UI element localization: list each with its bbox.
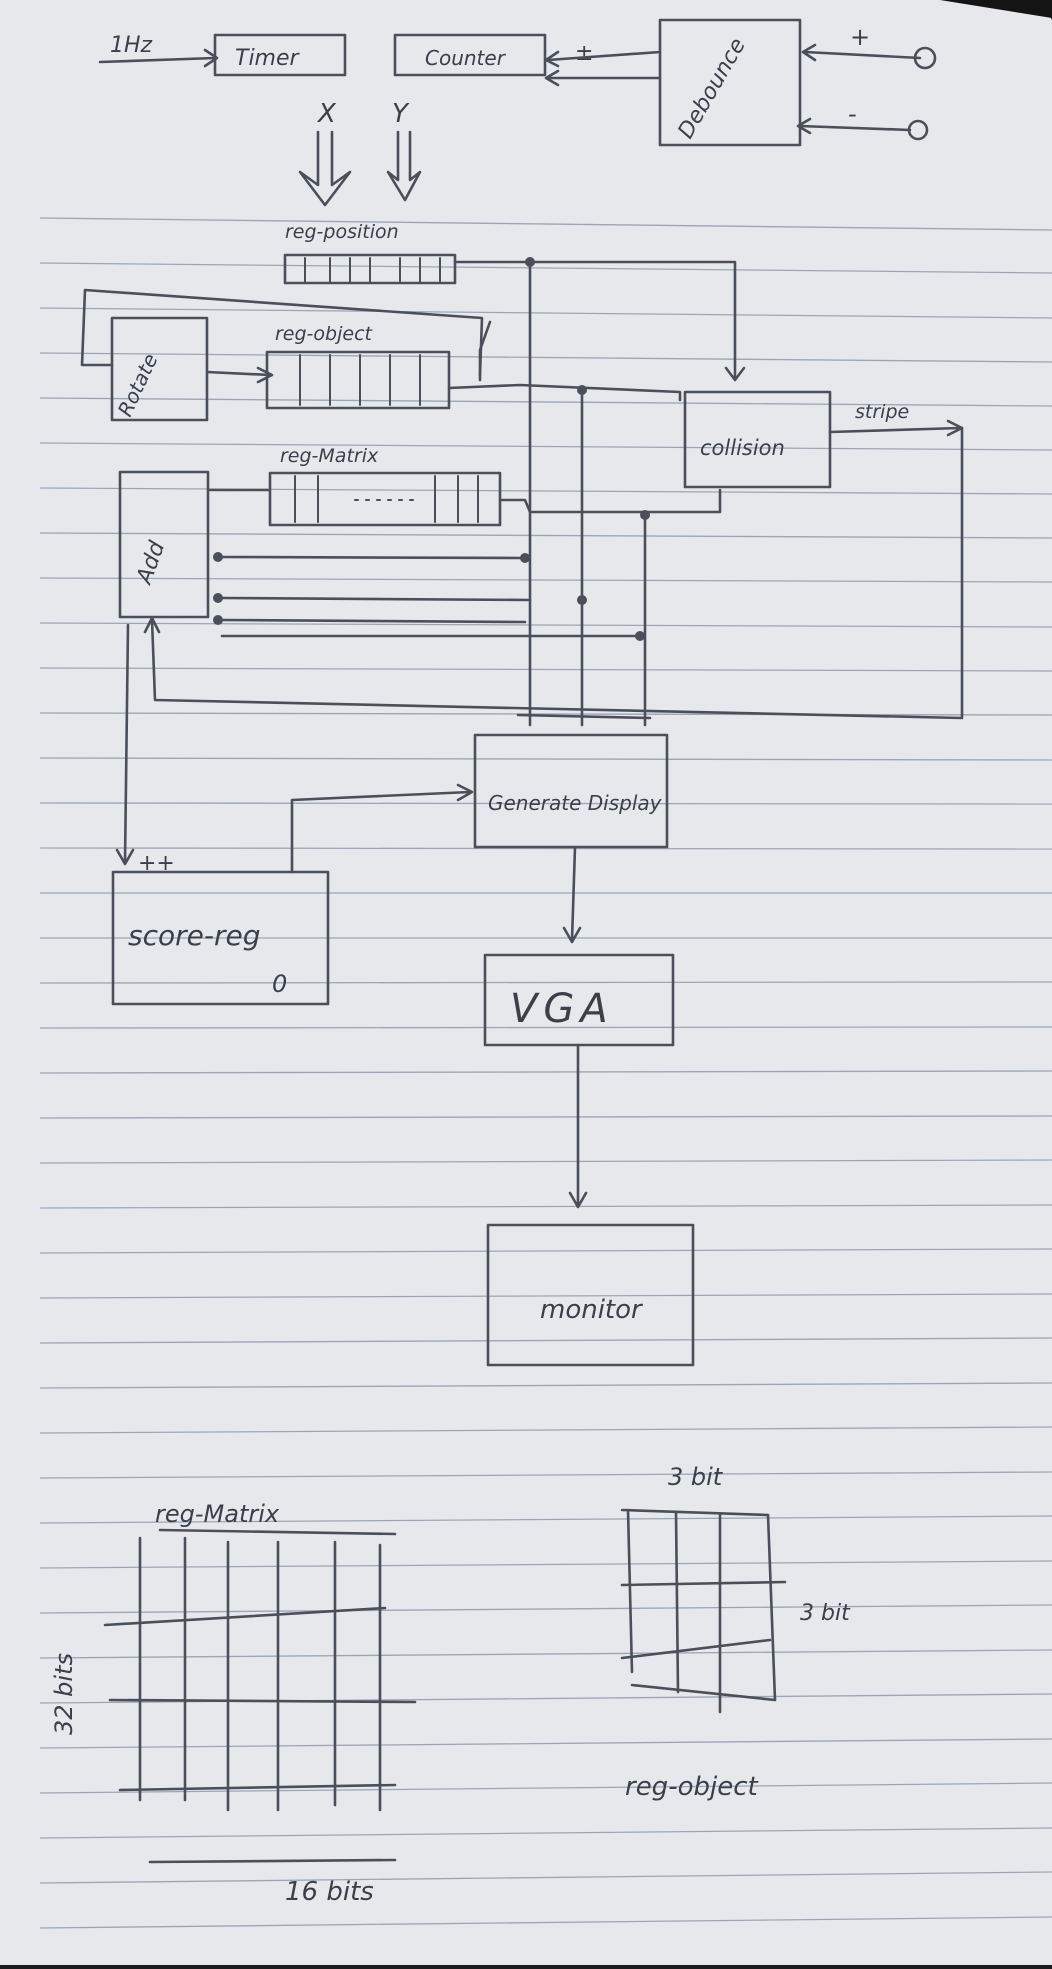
rotate-block	[110, 316, 209, 422]
object-height-label: 3 bit	[800, 1601, 851, 1626]
rotate-to-object-arrow	[205, 366, 274, 384]
reg-matrix-label: reg-Matrix	[280, 445, 379, 467]
reg-object-label: reg-object	[275, 323, 374, 345]
monitor-label: monitor	[540, 1295, 644, 1325]
updown-arrow-1	[544, 50, 662, 68]
position-to-collision	[453, 260, 746, 382]
clock-label: 1Hz	[110, 33, 153, 58]
matrix-cols-rule	[148, 1858, 397, 1864]
add-block	[118, 470, 210, 619]
stripe-label: stripe	[855, 401, 909, 423]
matrix-detail-grid	[103, 1528, 417, 1812]
timer-label: Timer	[235, 46, 301, 71]
debounce-block	[658, 18, 802, 147]
object-detail-grid	[620, 1508, 787, 1714]
updown-arrow-2	[544, 69, 662, 87]
vga-to-monitor	[568, 1043, 588, 1209]
object-to-collision	[447, 383, 682, 402]
plus-minus-label: ±	[575, 41, 593, 66]
display-to-vga	[562, 845, 582, 944]
minus-input-arrow	[796, 117, 912, 135]
object-width-label: 3 bit	[668, 1463, 724, 1491]
timer-block	[213, 33, 347, 77]
collision-block	[683, 390, 832, 489]
generate-display-label: Generate Display	[488, 791, 663, 815]
stripe-to-add-feedback	[143, 426, 964, 720]
vga-label: VGA	[510, 986, 614, 1032]
x-label: X	[316, 99, 337, 129]
add-to-score-arrow	[115, 623, 135, 866]
plus-input-terminal	[913, 46, 937, 70]
reg-object-block	[265, 350, 451, 410]
x-arrow	[298, 130, 352, 207]
matrix-detail-title: reg-Matrix	[155, 1500, 280, 1528]
collision-label: collision	[700, 436, 785, 460]
counter-label: Counter	[425, 46, 507, 70]
y-label: Y	[392, 99, 410, 129]
reg-position-label: reg-position	[285, 221, 399, 243]
score-reg-block	[111, 870, 330, 1006]
matrix-cols-label: 16 bits	[285, 1877, 374, 1907]
counter-block	[393, 33, 547, 77]
score-init-value: 0	[272, 970, 287, 998]
clock-arrow	[98, 48, 219, 68]
object-detail-title: reg-object	[625, 1772, 758, 1802]
score-reg-label: score-reg	[128, 919, 260, 952]
generate-display-block	[473, 733, 669, 849]
rotate-feedback-loop	[80, 288, 484, 377]
plus-input-arrow	[801, 43, 922, 62]
plus-input-label: +	[850, 23, 870, 51]
y-arrow	[386, 130, 422, 202]
minus-input-terminal	[907, 119, 929, 141]
minus-input-label: -	[848, 100, 857, 128]
matrix-rows-label: 32 bits	[50, 1653, 78, 1735]
monitor-block	[486, 1223, 695, 1367]
score-to-display	[290, 783, 474, 874]
